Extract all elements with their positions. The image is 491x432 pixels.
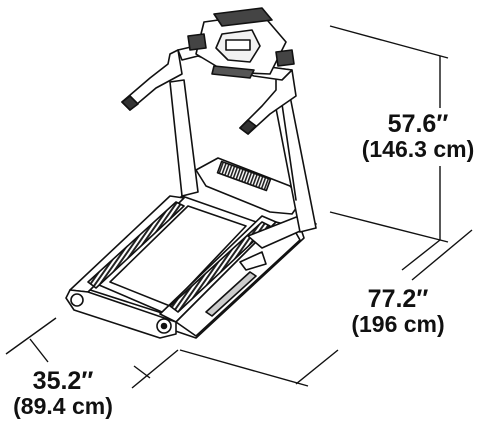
right-foot-rail-tread [169,221,271,313]
width-dimension-label: 35.2″ (89.4 cm) [2,367,124,420]
frame-logo-strip [205,271,257,317]
depth-dimension-line-lower [295,349,339,385]
motor-hood [195,157,303,215]
depth-imperial-value: 77.2″ [367,285,429,313]
running-belt [109,205,247,307]
front-wheel-foot [239,251,267,271]
width-extension-left [5,317,57,355]
left-foot-rail-tread [87,201,185,289]
depth-extension-bottom [179,349,309,387]
depth-dimension-line-upper [401,239,441,271]
console-display-window [225,39,251,51]
hood-vent-grille [216,160,272,192]
depth-metric-value: (196 cm) [351,311,445,338]
height-metric-value: (146.3 cm) [361,136,475,163]
height-extension-bottom [329,211,449,243]
left-handle-grip [121,95,139,111]
left-upright [169,79,199,197]
treadmill [65,7,317,339]
height-imperial-value: 57.6″ [387,110,449,138]
console-speaker-left [187,33,207,51]
width-dimension-line-right [133,365,151,379]
right-upright-inner [281,103,297,201]
depth-dimension-label: 77.2″ (196 cm) [336,285,460,338]
rear-end-cap [65,289,177,339]
console-speaker-right [275,49,295,67]
height-dimension-label: 57.6″ (146.3 cm) [352,110,484,163]
width-imperial-value: 35.2″ [32,367,94,395]
height-extension-top [329,25,449,59]
dimension-lines [5,25,473,389]
console-keypad [211,65,255,79]
right-handle-grip [239,119,257,135]
console-top-panel [213,7,273,27]
rear-roller-right-hub [160,322,168,330]
width-extension-right [131,349,179,389]
depth-extension-right [411,229,473,281]
width-dimension-line-left [29,338,49,363]
rear-roller-left [70,293,84,307]
width-metric-value: (89.4 cm) [13,393,113,420]
